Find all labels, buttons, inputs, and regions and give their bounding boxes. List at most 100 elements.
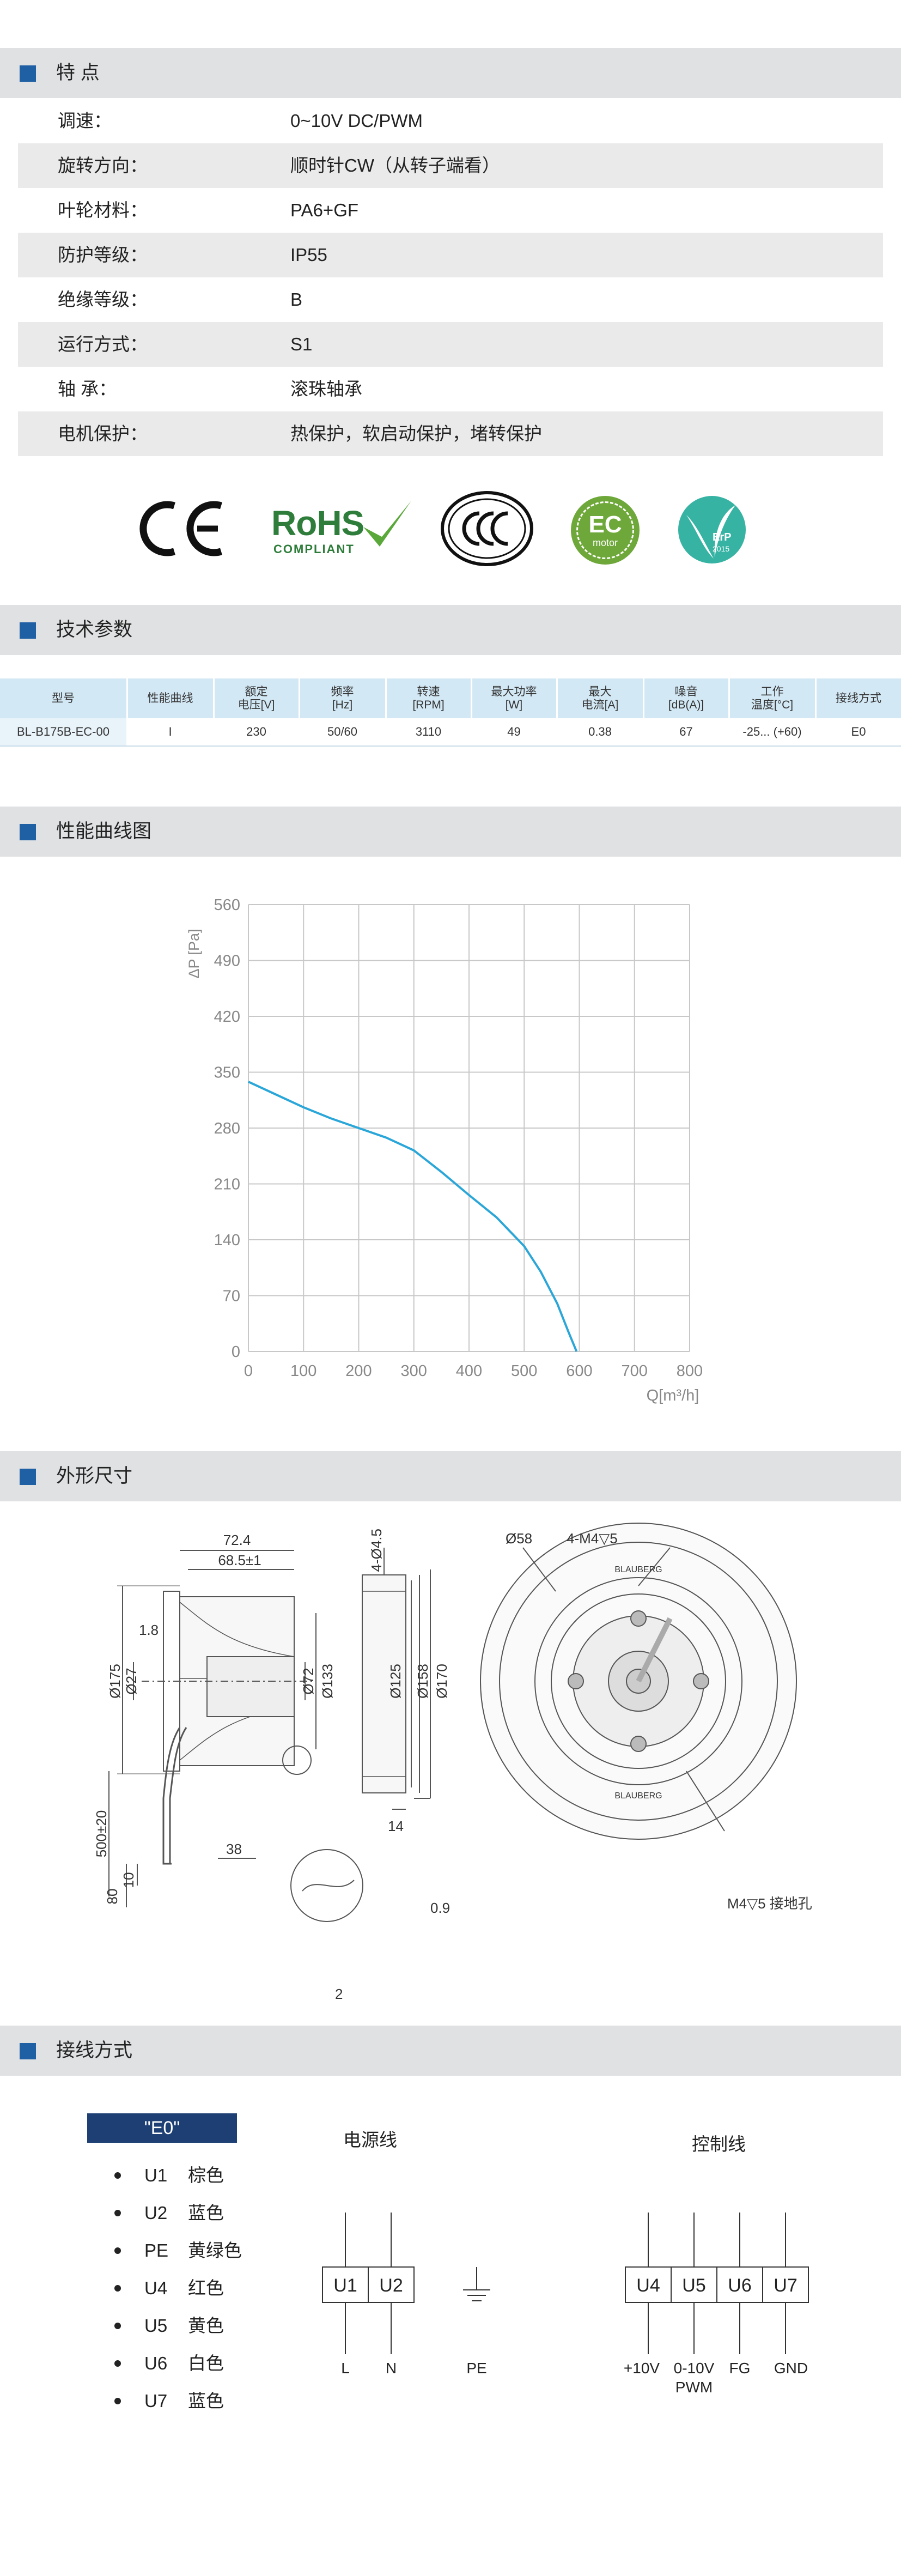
wire-color: 黄绿色 [188, 2240, 242, 2260]
cell-speed: 3110 [415, 725, 442, 738]
section-header-tech: 技术参数 [0, 605, 901, 655]
section-header-features: 特 点 [0, 48, 901, 98]
x-tick-label: 600 [566, 1362, 592, 1380]
wire-color: 黄色 [188, 2316, 224, 2336]
x-tick-label: 100 [290, 1362, 316, 1380]
rohs-logo: RoHS COMPLIANT [271, 499, 413, 559]
dim-d72: Ø72 [300, 1668, 316, 1694]
section-title: 外形尺寸 [56, 1465, 133, 1487]
terminal-label: U4 [636, 2275, 660, 2296]
dim-holes: 4-Ø4.5 [368, 1529, 385, 1572]
feature-value: 热保护，软启动保护，堵转保护 [290, 423, 542, 444]
header-cell: 工作 温度[°C] [751, 685, 794, 711]
section-marker-icon [20, 824, 36, 840]
ground-icon [463, 2267, 490, 2301]
feature-row: 防护等级： IP55 [18, 233, 883, 277]
cell-wiring: E0 [851, 725, 866, 738]
section-title: 接线方式 [56, 2040, 133, 2061]
wire-color: 棕色 [188, 2165, 224, 2185]
dim-screws: 4-M4▽5 [567, 1530, 618, 1547]
feature-key: 轴 承： [58, 379, 117, 399]
header-cell: 性能曲线 [147, 692, 193, 705]
wire-label-n: N [386, 2360, 397, 2377]
control-line-title: 控制线 [692, 2134, 746, 2154]
header-cell: 型号 [52, 692, 75, 705]
dim-l80: 80 [104, 1889, 120, 1905]
dim-width-outer: 72.4 [223, 1532, 251, 1548]
rohs-subtext: COMPLIANT [273, 542, 355, 556]
feature-value: B [290, 289, 303, 310]
wire-code: U1 [144, 2165, 168, 2185]
cell-noise: 67 [679, 725, 693, 738]
wire-label-fg: FG [729, 2360, 751, 2377]
section-header-curve: 性能曲线图 [0, 807, 901, 857]
y-tick-label: 560 [214, 896, 240, 914]
erp-text: ErP [713, 531, 732, 543]
section-marker-icon [20, 622, 36, 639]
cell-model: BL-B175B-EC-00 [0, 718, 126, 745]
x-tick-label: 300 [401, 1362, 427, 1380]
wire-code: U5 [144, 2316, 168, 2336]
cell-current: 0.38 [588, 725, 612, 738]
y-tick-label: 0 [232, 1343, 240, 1361]
wire-color: 蓝色 [188, 2203, 224, 2223]
wire-code: U7 [144, 2391, 168, 2411]
feature-key: 运行方式： [58, 334, 148, 354]
feature-value: S1 [290, 334, 313, 354]
y-tick-label: 280 [214, 1120, 240, 1137]
chart-y-label: ΔP [Pa] [186, 929, 202, 978]
feature-value: PA6+GF [290, 200, 359, 220]
header-cell: 额定 电压[V] [238, 685, 275, 711]
section-header-dimensions: 外形尺寸 [0, 1451, 901, 1501]
header-cell: 最大 电流[A] [581, 685, 619, 711]
ec-text: EC [588, 511, 622, 538]
spec-table-header [0, 678, 901, 718]
terminal-u2 [368, 2266, 415, 2303]
y-tick-label: 140 [214, 1232, 240, 1249]
wire-label-gnd: GND [774, 2360, 808, 2377]
y-tick-label: 490 [214, 953, 240, 970]
cell-curve: I [168, 725, 172, 738]
terminal-u1 [322, 2266, 369, 2303]
terminal-label: U2 [379, 2275, 403, 2296]
terminal-u6 [716, 2266, 763, 2303]
dim-d158: Ø158 [415, 1664, 431, 1699]
rohs-text: RoHS [271, 504, 364, 543]
dim-l38: 38 [226, 1841, 242, 1857]
dim-d175: Ø175 [107, 1664, 123, 1699]
feature-key: 旋转方向： [58, 155, 148, 175]
power-line-title: 电源线 [343, 2130, 397, 2150]
chart-x-label: Q[m³/h] [647, 1387, 699, 1404]
brand-bottom: BLAUBERG [614, 1791, 662, 1801]
wire-label-l: L [341, 2360, 350, 2377]
motor-hub [206, 1656, 295, 1717]
x-tick-label: 0 [244, 1362, 253, 1380]
dim-l2: 2 [335, 1986, 343, 2002]
section-title: 技术参数 [56, 619, 133, 640]
x-tick-label: 400 [456, 1362, 482, 1380]
profile-body [362, 1574, 406, 1793]
dim-cable: 500±20 [93, 1810, 109, 1858]
x-tick-label: 200 [345, 1362, 372, 1380]
section-title: 特 点 [56, 62, 100, 83]
header-cell: 频率 [Hz] [331, 685, 354, 711]
feature-row: 轴 承： 滚珠轴承 [18, 367, 883, 411]
dimension-drawing: 72.4 68.5±1 Ø175 1.8 Ø27 Ø72 Ø133 500±20… [93, 1523, 812, 2002]
cell-voltage: 230 [246, 725, 266, 738]
feature-value: 0~10V DC/PWM [290, 111, 423, 131]
x-tick-label: 800 [677, 1362, 703, 1380]
wire-color: 白色 [188, 2353, 224, 2373]
y-tick-label: 350 [214, 1064, 240, 1082]
ec-motor-logo: EC motor [571, 496, 640, 565]
feature-row: 叶轮材料： PA6+GF [18, 188, 883, 233]
cell-frequency: 50/60 [327, 725, 358, 738]
header-cell: 接线方式 [836, 692, 881, 705]
wire-label-10v: +10V [624, 2360, 660, 2377]
section-marker-icon [20, 2043, 36, 2059]
wiring-legend-title: "E0" [87, 2113, 237, 2143]
dim-t09: 0.9 [430, 1900, 450, 1916]
erp-logo: ErP 2015 [675, 493, 749, 567]
